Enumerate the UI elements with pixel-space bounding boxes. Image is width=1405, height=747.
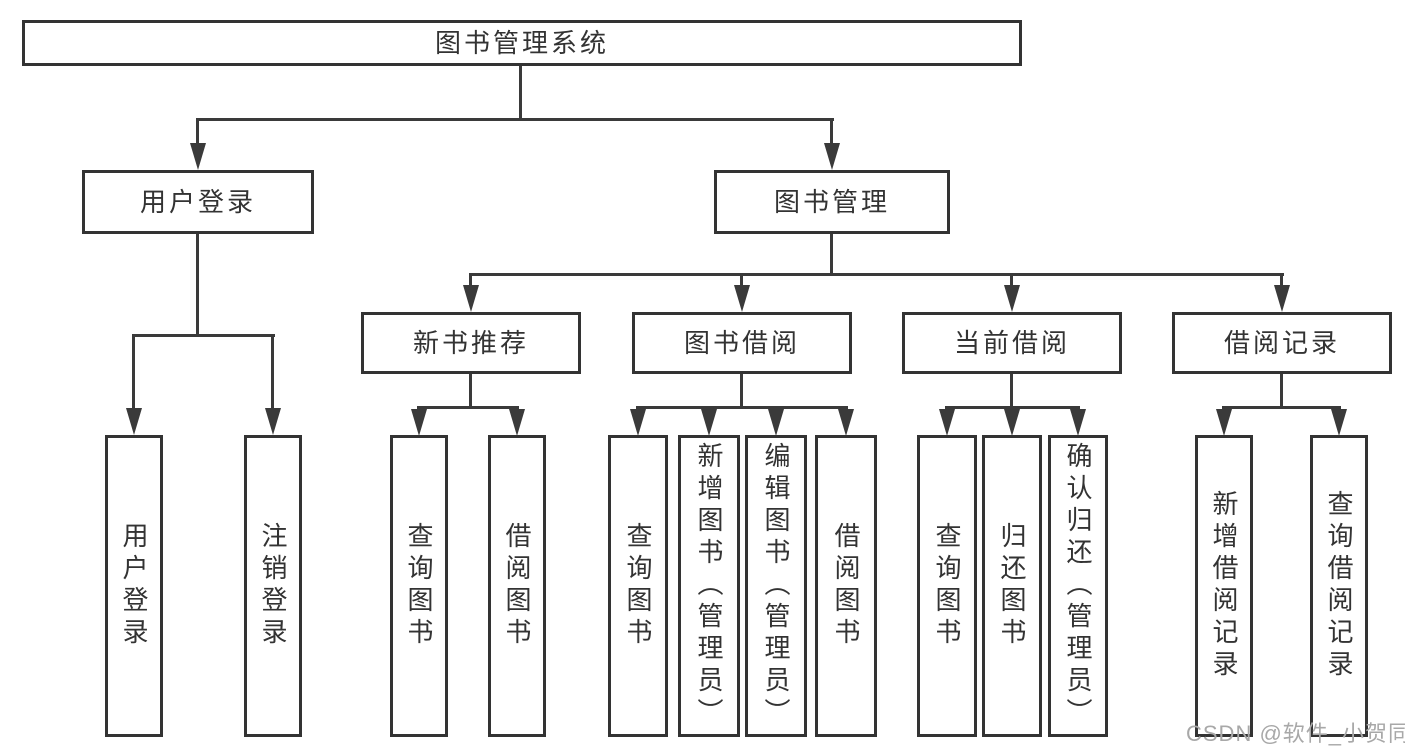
node-current-borrowing: 当前借阅 xyxy=(902,312,1122,374)
connector-line xyxy=(830,233,833,273)
connector-line xyxy=(1010,373,1013,406)
node-label: 查询图书 xyxy=(623,522,653,650)
node-label: 新增图书（管理员） xyxy=(694,442,724,730)
connector-line xyxy=(132,334,135,410)
connector-arrowhead xyxy=(838,409,854,436)
connector-line xyxy=(740,273,743,289)
connector-arrowhead xyxy=(701,409,717,436)
leaf-borrow-books-recommend: 借阅图书 xyxy=(488,435,546,737)
connector-line xyxy=(1280,273,1283,289)
connector-line xyxy=(1280,373,1283,406)
leaf-return-books: 归还图书 xyxy=(982,435,1042,737)
connector-arrowhead xyxy=(734,285,750,312)
connector-arrowhead xyxy=(265,408,281,435)
connector-arrowhead xyxy=(1274,285,1290,312)
node-label: 图书管理系统 xyxy=(434,28,609,58)
connector-line xyxy=(196,118,199,146)
leaf-logout: 注销登录 xyxy=(244,435,302,737)
connector-arrowhead xyxy=(768,409,784,436)
node-borrowing-records: 借阅记录 xyxy=(1172,312,1392,374)
leaf-confirm-return-admin: 确认归还（管理员） xyxy=(1048,435,1108,737)
connector-line xyxy=(271,334,274,410)
watermark: CSDN @软件_小贺同学 xyxy=(1186,721,1405,746)
node-label: 注销登录 xyxy=(258,522,288,650)
node-label: 借阅图书 xyxy=(502,522,532,650)
node-library-management-system: 图书管理系统 xyxy=(22,20,1022,66)
connector-line xyxy=(1010,273,1013,289)
node-label: 新增借阅记录 xyxy=(1209,490,1239,682)
node-label: 归还图书 xyxy=(997,522,1027,650)
connector-arrowhead xyxy=(190,143,206,170)
connector-line xyxy=(636,406,848,409)
leaf-edit-books-admin: 编辑图书（管理员） xyxy=(745,435,807,737)
node-label: 查询图书 xyxy=(404,522,434,650)
connector-line xyxy=(196,233,199,334)
leaf-add-books-admin: 新增图书（管理员） xyxy=(678,435,740,737)
leaf-borrow-books-borrowing: 借阅图书 xyxy=(815,435,877,737)
connector-arrowhead xyxy=(1070,409,1086,436)
connector-line xyxy=(830,118,833,146)
node-label: 图书借阅 xyxy=(683,328,800,358)
node-book-borrowing: 图书借阅 xyxy=(632,312,852,374)
connector-line xyxy=(1222,406,1341,409)
node-label: 查询图书 xyxy=(932,522,962,650)
connector-arrowhead xyxy=(411,409,427,436)
node-label: 用户登录 xyxy=(119,522,149,650)
node-label: 编辑图书（管理员） xyxy=(761,442,791,730)
node-new-book-recommend: 新书推荐 xyxy=(361,312,581,374)
connector-line xyxy=(417,406,519,409)
leaf-query-books-current: 查询图书 xyxy=(917,435,977,737)
node-label: 确认归还（管理员） xyxy=(1063,442,1093,730)
leaf-user-login: 用户登录 xyxy=(105,435,163,737)
connector-arrowhead xyxy=(126,408,142,435)
node-label: 新书推荐 xyxy=(412,328,529,358)
node-label: 图书管理 xyxy=(773,187,890,217)
connector-arrowhead xyxy=(1004,285,1020,312)
connector-line xyxy=(519,64,522,120)
node-book-management: 图书管理 xyxy=(714,170,950,234)
connector-line xyxy=(740,373,743,406)
leaf-query-books-recommend: 查询图书 xyxy=(390,435,448,737)
leaf-add-borrow-record: 新增借阅记录 xyxy=(1195,435,1253,737)
connector-arrowhead xyxy=(630,409,646,436)
connector-arrowhead xyxy=(939,409,955,436)
node-label: 用户登录 xyxy=(139,187,256,217)
connector-arrowhead xyxy=(463,285,479,312)
node-label: 查询借阅记录 xyxy=(1324,490,1354,682)
connector-line xyxy=(132,334,275,337)
connector-arrowhead xyxy=(1216,409,1232,436)
connector-line xyxy=(469,373,472,406)
connector-arrowhead xyxy=(824,143,840,170)
node-label: 借阅记录 xyxy=(1223,328,1340,358)
leaf-query-books-borrowing: 查询图书 xyxy=(608,435,668,737)
node-label: 当前借阅 xyxy=(953,328,1070,358)
connector-arrowhead xyxy=(509,409,525,436)
connector-line xyxy=(469,273,1284,276)
connector-arrowhead xyxy=(1004,409,1020,436)
connector-line xyxy=(196,118,834,121)
leaf-query-borrow-record: 查询借阅记录 xyxy=(1310,435,1368,737)
connector-arrowhead xyxy=(1331,409,1347,436)
connector-line xyxy=(469,273,472,289)
node-user-login: 用户登录 xyxy=(82,170,314,234)
node-label: 借阅图书 xyxy=(831,522,861,650)
